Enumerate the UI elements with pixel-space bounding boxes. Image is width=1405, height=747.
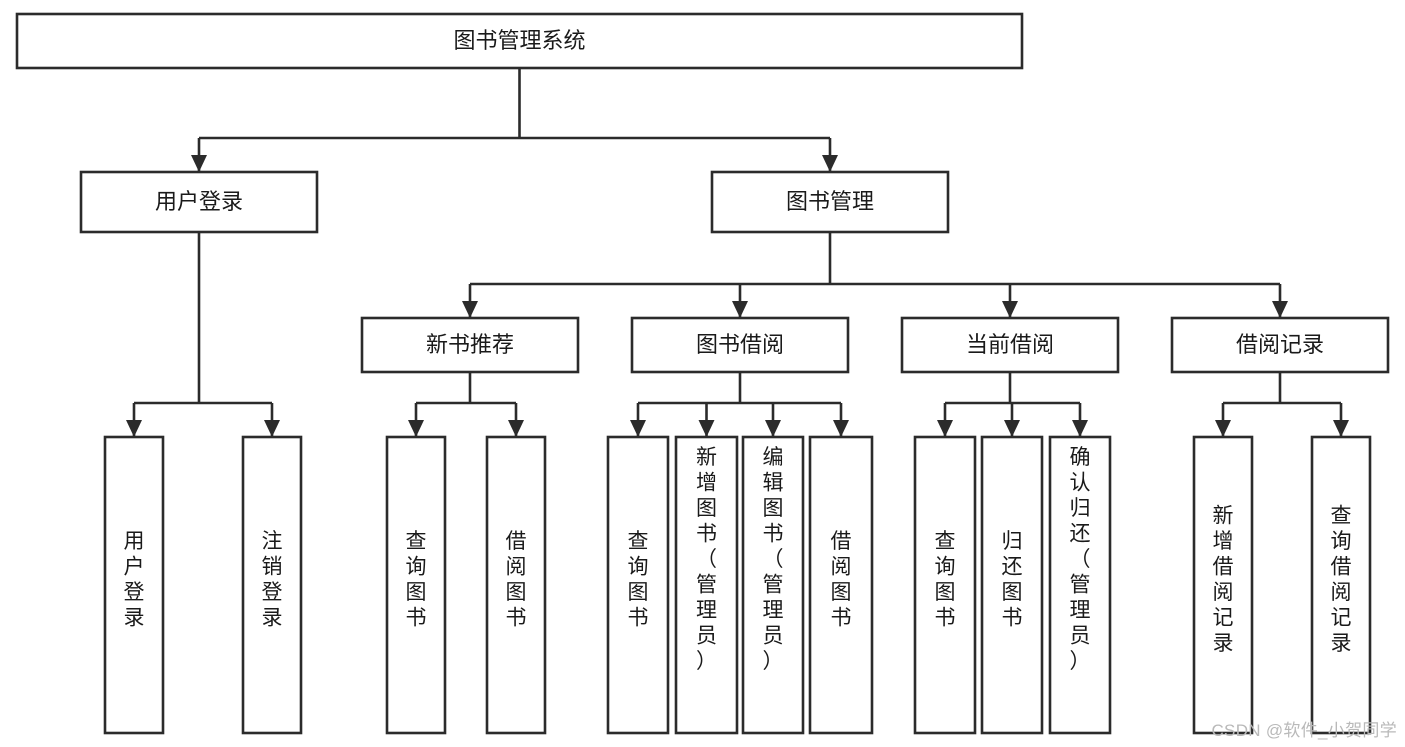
arrow-head-icon (1004, 420, 1020, 437)
node-book-borrow[interactable]: 图书借阅 (630, 316, 850, 374)
node-leaf-user-logout[interactable]: 注销登录 (241, 435, 303, 735)
connector-layer (126, 68, 1349, 437)
node-box[interactable] (741, 435, 805, 735)
arrow-head-icon (408, 420, 424, 437)
node-box[interactable] (1192, 435, 1254, 735)
node-box[interactable] (808, 435, 874, 735)
node-user-login[interactable]: 用户登录 (79, 170, 319, 234)
arrow-head-icon (822, 155, 838, 172)
node-leaf-add-record[interactable]: 新增借阅记录 (1192, 435, 1254, 735)
node-box[interactable] (79, 170, 319, 234)
node-root-图书管理系统[interactable]: 图书管理系统 (15, 12, 1024, 70)
node-label: 借阅记录 (1236, 332, 1324, 357)
node-leaf-user-login[interactable]: 用户登录 (103, 435, 165, 735)
node-leaf-edit-book[interactable]: 编辑图书（管理员） (741, 435, 805, 735)
node-label: 查询借阅记录 (1331, 504, 1352, 655)
arrow-head-icon (191, 155, 207, 172)
arrow-head-icon (937, 420, 953, 437)
node-leaf-query-book-2[interactable]: 查询图书 (606, 435, 670, 735)
node-box[interactable] (606, 435, 670, 735)
arrow-head-icon (1072, 420, 1088, 437)
node-leaf-query-record[interactable]: 查询借阅记录 (1310, 435, 1372, 735)
node-label: 归还图书 (1002, 530, 1023, 630)
arrow-head-icon (264, 420, 280, 437)
node-leaf-query-book-3[interactable]: 查询图书 (913, 435, 977, 735)
arrow-head-icon (1002, 301, 1018, 318)
node-label: 当前借阅 (966, 332, 1054, 357)
node-book-manage[interactable]: 图书管理 (710, 170, 950, 234)
node-label: 新增借阅记录 (1213, 504, 1234, 655)
node-label: 查询图书 (935, 530, 956, 630)
node-label: 查询图书 (628, 530, 649, 630)
node-label: 图书管理 (786, 189, 874, 214)
node-label: 用户登录 (124, 530, 145, 630)
node-box[interactable] (630, 316, 850, 374)
node-box[interactable] (103, 435, 165, 735)
arrow-head-icon (1215, 420, 1231, 437)
node-new-book-recommend[interactable]: 新书推荐 (360, 316, 580, 374)
arrow-head-icon (126, 420, 142, 437)
node-borrow-record[interactable]: 借阅记录 (1170, 316, 1390, 374)
node-box[interactable] (710, 170, 950, 234)
node-box[interactable] (1310, 435, 1372, 735)
arrow-head-icon (630, 420, 646, 437)
node-current-borrow[interactable]: 当前借阅 (900, 316, 1120, 374)
node-box[interactable] (1170, 316, 1390, 374)
node-label: 借阅图书 (506, 530, 527, 630)
arrow-head-icon (462, 301, 478, 318)
node-leaf-query-book-1[interactable]: 查询图书 (385, 435, 447, 735)
node-leaf-borrow-book-2[interactable]: 借阅图书 (808, 435, 874, 735)
node-box[interactable] (674, 435, 739, 735)
node-label: 编辑图书（管理员） (763, 446, 784, 673)
node-box[interactable] (385, 435, 447, 735)
node-label: 借阅图书 (831, 530, 852, 630)
node-box[interactable] (1048, 435, 1112, 735)
node-leaf-add-book[interactable]: 新增图书（管理员） (674, 435, 739, 735)
node-label: 新书推荐 (426, 332, 514, 357)
node-label: 注销登录 (262, 530, 283, 630)
node-box[interactable] (900, 316, 1120, 374)
arrow-head-icon (1272, 301, 1288, 318)
arrow-head-icon (732, 301, 748, 318)
node-leaf-return-book[interactable]: 归还图书 (980, 435, 1044, 735)
arrow-head-icon (508, 420, 524, 437)
node-label: 用户登录 (155, 189, 243, 214)
node-box[interactable] (913, 435, 977, 735)
node-leaf-borrow-book-1[interactable]: 借阅图书 (485, 435, 547, 735)
arrow-head-icon (698, 420, 715, 437)
node-box[interactable] (980, 435, 1044, 735)
node-leaf-confirm-return[interactable]: 确认归还（管理员） (1048, 435, 1112, 735)
node-label: 确认归还（管理员） (1070, 446, 1091, 673)
node-box[interactable] (15, 12, 1024, 70)
node-box[interactable] (485, 435, 547, 735)
arrow-head-icon (833, 420, 849, 437)
node-layer: 图书管理系统用户登录图书管理新书推荐图书借阅当前借阅借阅记录用户登录注销登录查询… (15, 12, 1390, 735)
node-label: 图书管理系统 (453, 28, 585, 53)
node-label: 查询图书 (406, 530, 427, 630)
arrow-head-icon (765, 420, 781, 437)
node-box[interactable] (360, 316, 580, 374)
node-label: 新增图书（管理员） (696, 446, 717, 673)
arrow-head-icon (1333, 420, 1349, 437)
node-label: 图书借阅 (696, 332, 784, 357)
node-box[interactable] (241, 435, 303, 735)
